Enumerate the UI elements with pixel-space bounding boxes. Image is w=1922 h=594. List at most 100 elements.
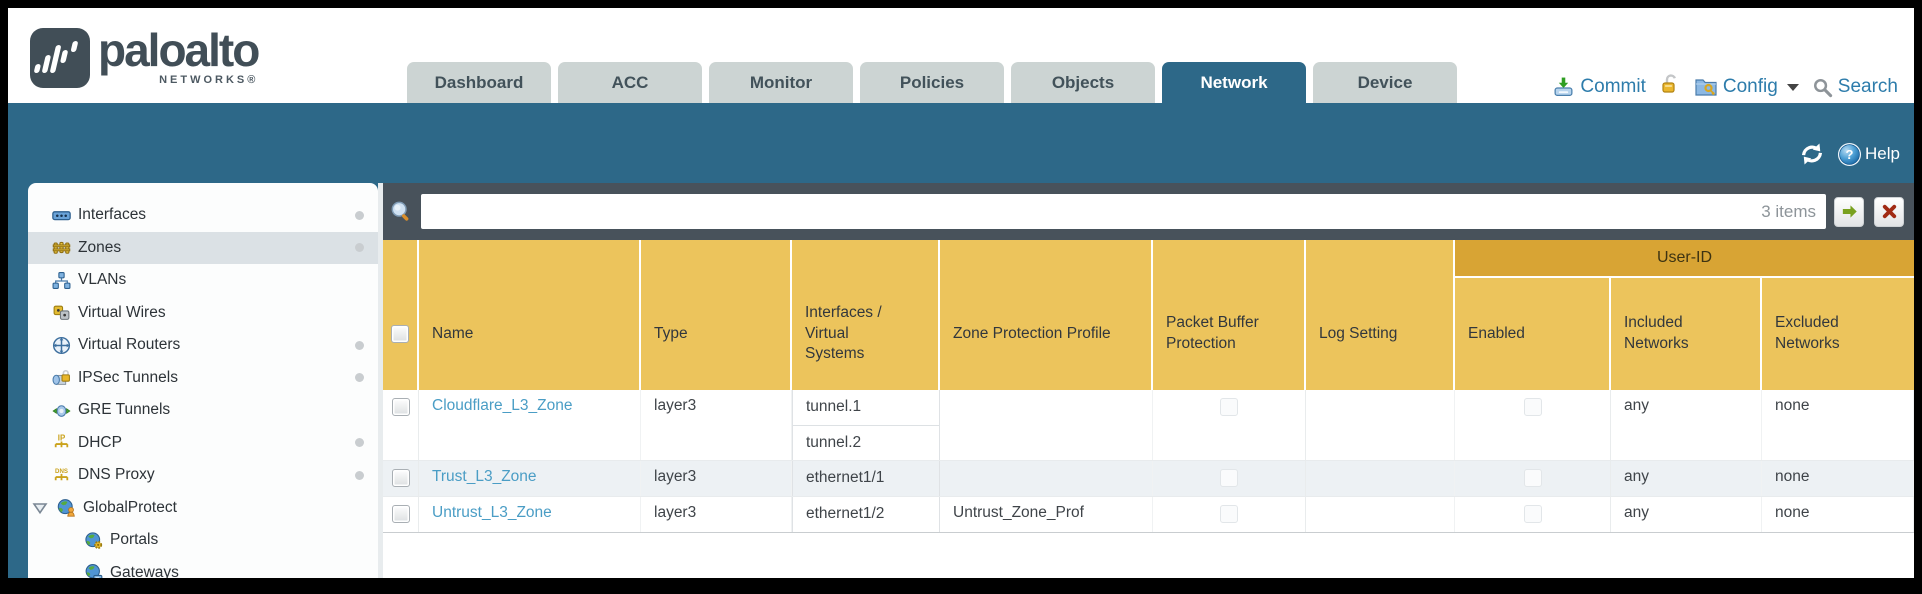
packet-buffer-protection-cell <box>1153 461 1306 496</box>
sidebar-item-dhcp[interactable]: IPDHCP <box>28 427 378 460</box>
refresh-icon[interactable] <box>1799 141 1825 167</box>
user-id-group-header: User-ID <box>1455 240 1914 278</box>
sidebar-item-interfaces[interactable]: Interfaces <box>28 199 378 232</box>
sidebar-item-virtual-routers[interactable]: Virtual Routers <box>28 329 378 362</box>
sidebar-nav: InterfacesZonesVLANsVirtual WiresVirtual… <box>28 183 378 578</box>
filter-input-wrap: 3 items <box>421 194 1826 229</box>
zone-row-cloudflare-l3-zone: Cloudflare_L3_Zone layer3tunnel.1tunnel.2… <box>383 390 1914 461</box>
sidebar-item-dns-proxy[interactable]: DNSDNS Proxy <box>28 459 378 492</box>
sidebar-item-label: Virtual Routers <box>78 336 180 354</box>
column-header-enabled: Enabled <box>1455 278 1611 390</box>
filter-input[interactable] <box>421 194 1826 229</box>
item-status-dot <box>355 211 364 220</box>
header-spacer-cell <box>1153 240 1306 278</box>
apply-filter-button[interactable] <box>1834 197 1864 227</box>
brand-name: paloalto <box>98 24 258 76</box>
workspace: ? Help InterfacesZonesVLANsVirtual Wires… <box>8 103 1914 578</box>
user-id-enabled-checkbox <box>1524 505 1542 523</box>
interface-entry: ethernet1/2 <box>793 497 939 532</box>
table-header-group-row: User-ID <box>383 240 1914 278</box>
zone-name-link[interactable]: Trust_L3_Zone <box>432 468 537 485</box>
interfaces-cell: ethernet1/1 <box>792 461 940 496</box>
packet-buffer-protection-checkbox <box>1220 469 1238 487</box>
interface-entry: tunnel.1 <box>793 390 939 426</box>
dns-proxy-icon: DNS <box>52 466 71 485</box>
column-header-label: Excluded Networks <box>1775 313 1875 355</box>
dhcp-icon: IP <box>52 433 71 452</box>
sidebar-item-ipsec-tunnels[interactable]: IPSec Tunnels <box>28 362 378 395</box>
interfaces-cell: tunnel.1tunnel.2 <box>792 390 940 460</box>
zone-row-untrust-l3-zone: Untrust_L3_Zonelayer3ethernet1/2Untrust_… <box>383 497 1914 533</box>
zones-table: User-ID NameTypeInterfaces / Virtual Syst… <box>383 240 1914 533</box>
item-status-dot <box>355 243 364 252</box>
app-header: paloalto NETWORKS® DashboardACCMonitorPo… <box>8 8 1914 103</box>
zone-name-link[interactable]: Untrust_L3_Zone <box>432 504 552 521</box>
included-networks-cell: any <box>1611 461 1762 496</box>
svg-text:?: ? <box>1846 147 1854 162</box>
log-setting-cell <box>1306 390 1455 460</box>
row-select-checkbox[interactable] <box>392 469 410 487</box>
log-setting-cell <box>1306 461 1455 496</box>
select-all-checkbox[interactable] <box>391 325 409 343</box>
zone-name-link[interactable]: Cloudflare_L3_Zone <box>432 397 572 414</box>
sidebar-item-gre-tunnels[interactable]: GRE Tunnels <box>28 394 378 427</box>
help-button[interactable]: ? Help <box>1837 142 1900 167</box>
included-networks-cell: any <box>1611 390 1762 460</box>
item-status-dot <box>355 373 364 382</box>
config-icon <box>1694 76 1718 98</box>
zone-name-cell: Untrust_L3_Zone <box>419 497 641 532</box>
sidebar-item-vlans[interactable]: VLANs <box>28 264 378 297</box>
main-content: 3 items User-ID NameTypeInterfaces / Virt… <box>383 183 1914 578</box>
tab-objects[interactable]: Objects <box>1011 62 1155 103</box>
interfaces-cell: ethernet1/2 <box>792 497 940 532</box>
config-menu-button[interactable]: Config <box>1694 76 1799 98</box>
sidebar-item-zones[interactable]: Zones <box>28 232 378 265</box>
sidebar-item-label: IPSec Tunnels <box>78 369 178 387</box>
config-caret-down-icon <box>1787 84 1799 91</box>
column-header-type: Type <box>641 278 792 390</box>
sidebar-item-gateways[interactable]: Gateways <box>28 557 378 579</box>
items-count: 3 items <box>1761 194 1816 229</box>
column-header-included-networks: Included Networks <box>1611 278 1762 390</box>
global-search-button[interactable]: Search <box>1812 76 1898 98</box>
column-header-label: Included Networks <box>1624 313 1724 355</box>
interface-entry: ethernet1/1 <box>793 461 939 496</box>
sidebar-item-label: VLANs <box>78 271 126 289</box>
zone-protection-profile-cell <box>940 461 1153 496</box>
lock-unlocked-icon[interactable] <box>1659 73 1681 101</box>
tab-policies[interactable]: Policies <box>860 62 1004 103</box>
tab-acc[interactable]: ACC <box>558 62 702 103</box>
item-status-dot <box>355 471 364 480</box>
tab-monitor[interactable]: Monitor <box>709 62 853 103</box>
sidebar-item-label: Virtual Wires <box>78 304 166 322</box>
sidebar-item-virtual-wires[interactable]: Virtual Wires <box>28 297 378 330</box>
user-id-enabled-cell <box>1455 461 1611 496</box>
zone-type-cell: layer3 <box>641 390 792 460</box>
clear-filter-button[interactable] <box>1874 197 1904 227</box>
apply-arrow-icon <box>1840 202 1859 221</box>
user-id-enabled-checkbox <box>1524 469 1542 487</box>
sidebar-item-label: Portals <box>110 531 158 549</box>
expander-down-icon[interactable] <box>32 500 48 516</box>
log-setting-cell <box>1306 497 1455 532</box>
column-header-name: Name <box>419 278 641 390</box>
virtual-routers-icon <box>52 336 71 355</box>
config-label: Config <box>1723 76 1778 98</box>
row-select-checkbox[interactable] <box>392 398 410 416</box>
virtual-wires-icon <box>52 303 71 322</box>
sidebar-item-portals[interactable]: Portals <box>28 524 378 557</box>
column-header-zone-protection-profile: Zone Protection Profile <box>940 278 1153 390</box>
sidebar-item-globalprotect[interactable]: GlobalProtect <box>28 492 378 525</box>
zone-row-trust-l3-zone: Trust_L3_Zonelayer3ethernet1/1anynone <box>383 461 1914 497</box>
tab-device[interactable]: Device <box>1313 62 1457 103</box>
row-select-checkbox[interactable] <box>392 505 410 523</box>
ipsec-tunnels-icon <box>52 368 71 387</box>
tab-dashboard[interactable]: Dashboard <box>407 62 551 103</box>
header-spacer-cell <box>940 240 1153 278</box>
column-header-interfaces-virtual-systems: Interfaces / Virtual Systems <box>792 278 940 390</box>
header-actions: Commit Config <box>1552 66 1898 108</box>
packet-buffer-protection-checkbox <box>1220 398 1238 416</box>
commit-button[interactable]: Commit <box>1552 76 1645 99</box>
column-header-label: Log Setting <box>1319 324 1397 345</box>
row-select-cell <box>383 390 419 460</box>
